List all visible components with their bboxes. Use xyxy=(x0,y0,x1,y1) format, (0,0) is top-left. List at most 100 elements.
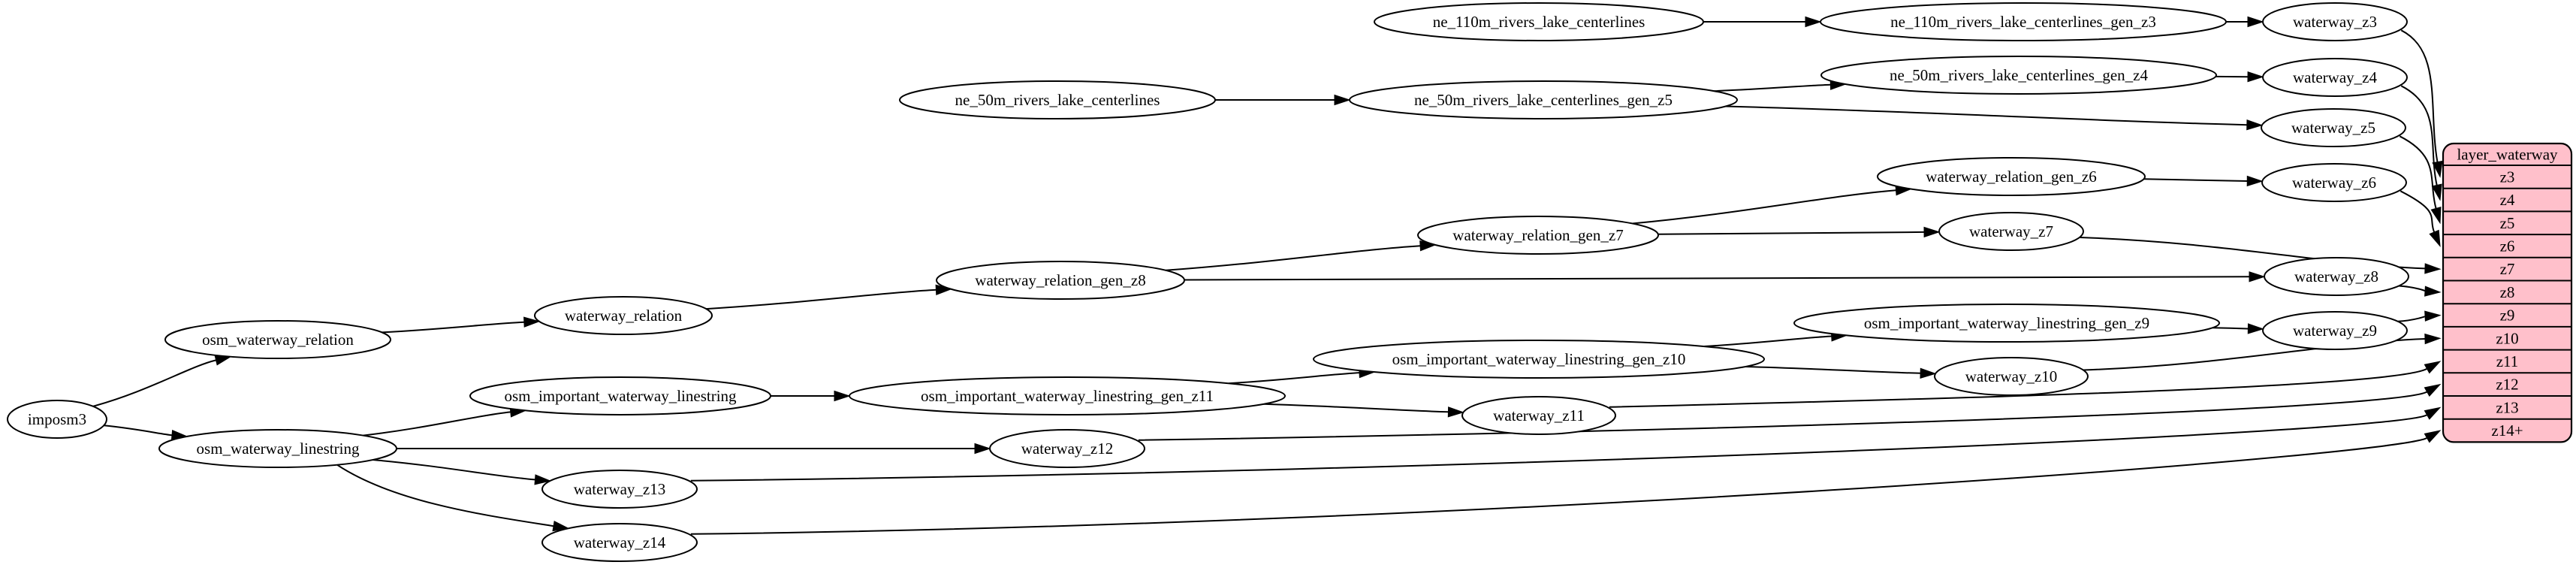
edge-waterway_z4-to-layer_waterway-z4 xyxy=(2400,85,2442,201)
edge-ne_110m_rivers_lake_centerlines_gen_z3-to-waterway_z3 xyxy=(2226,16,2264,28)
table-layer: layer_waterwayz3z4z5z6z7z8z9z10z11z12z13… xyxy=(2442,142,2573,443)
arrowhead-icon xyxy=(1805,16,1822,28)
node-label-waterway_z6: waterway_z6 xyxy=(2292,174,2376,192)
edge-ne_50m_rivers_lake_centerlines_gen_z4-to-waterway_z4 xyxy=(2216,71,2264,83)
edge-imposm3-to-osm_waterway_linestring xyxy=(104,425,189,441)
node-ne_110m_rivers_lake_centerlines_gen_z3: ne_110m_rivers_lake_centerlines_gen_z3 xyxy=(1820,2,2227,41)
edge-path xyxy=(2400,29,2439,162)
node-ellipse-waterway_z11 xyxy=(1461,396,1616,435)
node-ellipse-waterway_relation_gen_z7 xyxy=(1417,216,1659,255)
node-osm_important_waterway_linestring_gen_z11: osm_important_waterway_linestring_gen_z1… xyxy=(849,376,1286,415)
node-waterway_z6: waterway_z6 xyxy=(2261,163,2407,202)
edge-osm_important_waterway_linestring_gen_z11-to-waterway_z11 xyxy=(1263,403,1465,418)
edge-waterway_z6-to-layer_waterway-z6 xyxy=(2400,190,2441,247)
edge-osm_important_waterway_linestring_gen_z9-to-waterway_z9 xyxy=(2212,323,2265,334)
edge-ne_50m_rivers_lake_centerlines-to-ne_50m_rivers_lake_centerlines_gen_z5 xyxy=(1215,94,1351,106)
edge-waterway_relation_gen_z8-to-waterway_relation_gen_z7 xyxy=(1166,240,1437,271)
node-ellipse-imposm3 xyxy=(7,400,107,439)
table-row-z4: z4 xyxy=(2500,191,2515,209)
edge-path xyxy=(373,459,535,481)
arrowhead-icon xyxy=(2247,16,2264,28)
table-row-z5: z5 xyxy=(2500,214,2515,232)
node-label-waterway_z12: waterway_z12 xyxy=(1021,440,1113,458)
node-ellipse-ne_50m_rivers_lake_centerlines_gen_z5 xyxy=(1349,80,1738,119)
edge-osm_waterway_linestring-to-waterway_z12 xyxy=(396,443,991,455)
edge-path xyxy=(1658,231,1925,235)
arrowhead-icon xyxy=(2432,160,2443,178)
edge-path xyxy=(2398,285,2427,292)
edge-path xyxy=(1609,367,2428,408)
arrowhead-icon xyxy=(2249,271,2266,282)
arrowhead-icon xyxy=(2424,406,2442,420)
edge-path xyxy=(336,464,554,527)
edge-path xyxy=(92,359,216,407)
node-ellipse-osm_important_waterway_linestring_gen_z11 xyxy=(849,376,1286,415)
arrowhead-icon xyxy=(1923,226,1941,238)
node-label-ne_50m_rivers_lake_centerlines_gen_z5: ne_50m_rivers_lake_centerlines_gen_z5 xyxy=(1414,91,1673,109)
edge-waterway_z5-to-layer_waterway-z5 xyxy=(2399,135,2442,225)
edge-osm_waterway_linestring-to-osm_important_waterway_linestring xyxy=(363,406,527,437)
node-ellipse-ne_50m_rivers_lake_centerlines xyxy=(899,80,1216,119)
node-label-waterway_z13: waterway_z13 xyxy=(574,480,665,498)
edge-path xyxy=(1263,403,1449,413)
node-ellipse-osm_waterway_linestring xyxy=(158,429,397,468)
table-row-z14+: z14+ xyxy=(2491,421,2523,440)
arrowhead-icon xyxy=(2247,71,2264,83)
edge-path xyxy=(1714,83,1831,92)
node-label-waterway_relation: waterway_relation xyxy=(565,307,683,325)
node-waterway_z7: waterway_z7 xyxy=(1938,212,2084,251)
node-waterway_z12: waterway_z12 xyxy=(989,429,1145,468)
node-waterway_z5: waterway_z5 xyxy=(2261,108,2406,147)
node-imposm3: imposm3 xyxy=(7,400,107,439)
table-row-z10: z10 xyxy=(2496,329,2518,347)
edge-waterway_relation_gen_z6-to-waterway_z6 xyxy=(2143,175,2264,187)
node-waterway_z3: waterway_z3 xyxy=(2262,2,2408,41)
node-ellipse-osm_waterway_relation xyxy=(164,320,391,359)
node-label-waterway_z14: waterway_z14 xyxy=(574,533,666,551)
edge-path xyxy=(1138,391,2428,441)
node-ellipse-waterway_z9 xyxy=(2262,311,2408,350)
edge-ne_110m_rivers_lake_centerlines-to-ne_110m_rivers_lake_centerlines_gen_z3 xyxy=(1703,16,1822,28)
node-waterway_z9: waterway_z9 xyxy=(2262,311,2408,350)
arrowhead-icon xyxy=(2246,119,2264,131)
node-ellipse-ne_110m_rivers_lake_centerlines xyxy=(1374,2,1704,41)
arrowhead-icon xyxy=(2430,207,2442,225)
node-label-osm_waterway_relation: osm_waterway_relation xyxy=(202,331,354,349)
node-ellipse-waterway_z8 xyxy=(2264,257,2409,296)
edge-path xyxy=(2400,85,2438,186)
edge-waterway_relation_gen_z8-to-waterway_z8 xyxy=(1184,271,2266,282)
edge-waterway_z14-to-layer_waterway-z14+ xyxy=(690,430,2442,535)
arrowhead-icon xyxy=(2431,183,2442,201)
edge-osm_waterway_linestring-to-waterway_z13 xyxy=(373,459,552,485)
edge-path xyxy=(706,289,937,310)
edge-path xyxy=(2400,190,2436,233)
node-ellipse-ne_110m_rivers_lake_centerlines_gen_z3 xyxy=(1820,2,2227,41)
edge-waterway_z3-to-layer_waterway-z3 xyxy=(2400,29,2443,178)
edges-layer xyxy=(92,16,2443,535)
node-osm_important_waterway_linestring: osm_important_waterway_linestring xyxy=(469,376,771,415)
table-row-z8: z8 xyxy=(2500,283,2515,301)
arrowhead-icon xyxy=(2424,361,2442,374)
edge-waterway_z11-to-layer_waterway-z11 xyxy=(1609,361,2442,408)
node-label-waterway_z8: waterway_z8 xyxy=(2294,267,2378,286)
table-title: layer_waterway xyxy=(2457,146,2558,164)
node-ellipse-osm_important_waterway_linestring_gen_z9 xyxy=(1793,304,2220,343)
table-row-z6: z6 xyxy=(2500,237,2515,255)
node-osm_important_waterway_linestring_gen_z10: osm_important_waterway_linestring_gen_z1… xyxy=(1313,340,1765,379)
node-label-waterway_relation_gen_z6: waterway_relation_gen_z6 xyxy=(1926,168,2096,186)
node-waterway_z4: waterway_z4 xyxy=(2262,58,2408,97)
arrowhead-icon xyxy=(2247,323,2265,334)
node-ellipse-waterway_z4 xyxy=(2262,58,2408,97)
table-body xyxy=(2442,142,2573,443)
edge-path xyxy=(2399,135,2437,209)
arrowhead-icon xyxy=(2424,310,2442,322)
arrowhead-icon xyxy=(534,474,552,485)
node-waterway_z8: waterway_z8 xyxy=(2264,257,2409,296)
edge-path xyxy=(363,411,511,437)
arrowhead-icon xyxy=(2424,286,2442,297)
edge-path xyxy=(382,321,524,334)
edge-path xyxy=(1704,335,1832,347)
edge-path xyxy=(690,414,2428,482)
